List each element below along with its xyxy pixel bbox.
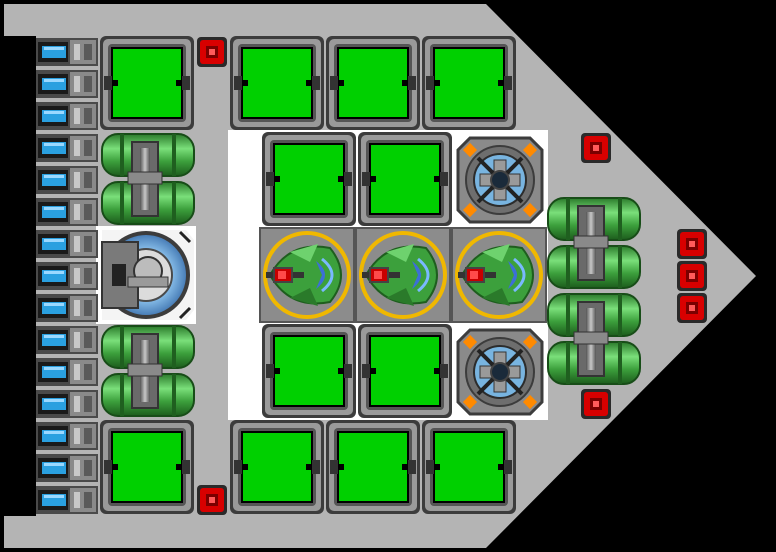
- alarm-light-icon[interactable]: [677, 261, 707, 291]
- alarm-light-icon[interactable]: [581, 133, 611, 163]
- cargo-bay-icon[interactable]: [326, 36, 420, 130]
- thruster-icon[interactable]: [36, 422, 98, 450]
- thruster-icon[interactable]: [36, 326, 98, 354]
- cargo-bay-icon[interactable]: [262, 324, 356, 418]
- cargo-bay-icon[interactable]: [358, 324, 452, 418]
- cargo-bay-icon[interactable]: [358, 132, 452, 226]
- thruster-column: [36, 38, 98, 514]
- reactor-icon[interactable]: [456, 136, 544, 224]
- thruster-icon[interactable]: [36, 166, 98, 194]
- cargo-bay-icon[interactable]: [262, 132, 356, 226]
- reactor-icon[interactable]: [456, 328, 544, 416]
- thruster-icon[interactable]: [36, 70, 98, 98]
- thruster-icon[interactable]: [36, 294, 98, 322]
- alarm-light-icon[interactable]: [581, 389, 611, 419]
- turret-icon[interactable]: [451, 227, 547, 323]
- thruster-icon[interactable]: [36, 358, 98, 386]
- alarm-lights: [197, 37, 707, 515]
- cargo-bay-icon[interactable]: [422, 420, 516, 514]
- thruster-icon[interactable]: [36, 102, 98, 130]
- alarm-light-icon[interactable]: [197, 485, 227, 515]
- cargo-bay-icon[interactable]: [422, 36, 516, 130]
- turret-row: [259, 227, 547, 323]
- alarm-light-icon[interactable]: [197, 37, 227, 67]
- reactors: [456, 136, 544, 416]
- cargo-bay-icon[interactable]: [230, 420, 324, 514]
- fuel-tank-icon[interactable]: [101, 133, 195, 225]
- cargo-bays: [100, 36, 516, 514]
- fuel-tanks: [101, 133, 641, 417]
- thruster-icon[interactable]: [36, 198, 98, 226]
- thruster-icon[interactable]: [36, 390, 98, 418]
- cargo-bay-icon[interactable]: [100, 420, 194, 514]
- thruster-icon[interactable]: [36, 230, 98, 258]
- alarm-light-icon[interactable]: [677, 293, 707, 323]
- cargo-bay-icon[interactable]: [230, 36, 324, 130]
- fuel-tank-icon[interactable]: [547, 293, 641, 385]
- turret-icon[interactable]: [355, 227, 451, 323]
- fuel-tank-icon[interactable]: [547, 197, 641, 289]
- thruster-icon[interactable]: [36, 262, 98, 290]
- thruster-icon[interactable]: [36, 486, 98, 514]
- cockpit-icon[interactable]: [101, 230, 194, 320]
- turret-icon[interactable]: [259, 227, 355, 323]
- cargo-bay-icon[interactable]: [100, 36, 194, 130]
- thruster-icon[interactable]: [36, 454, 98, 482]
- fuel-tank-icon[interactable]: [101, 325, 195, 417]
- thruster-icon[interactable]: [36, 38, 98, 66]
- alarm-light-icon[interactable]: [677, 229, 707, 259]
- cargo-bay-icon[interactable]: [326, 420, 420, 514]
- thruster-icon[interactable]: [36, 134, 98, 162]
